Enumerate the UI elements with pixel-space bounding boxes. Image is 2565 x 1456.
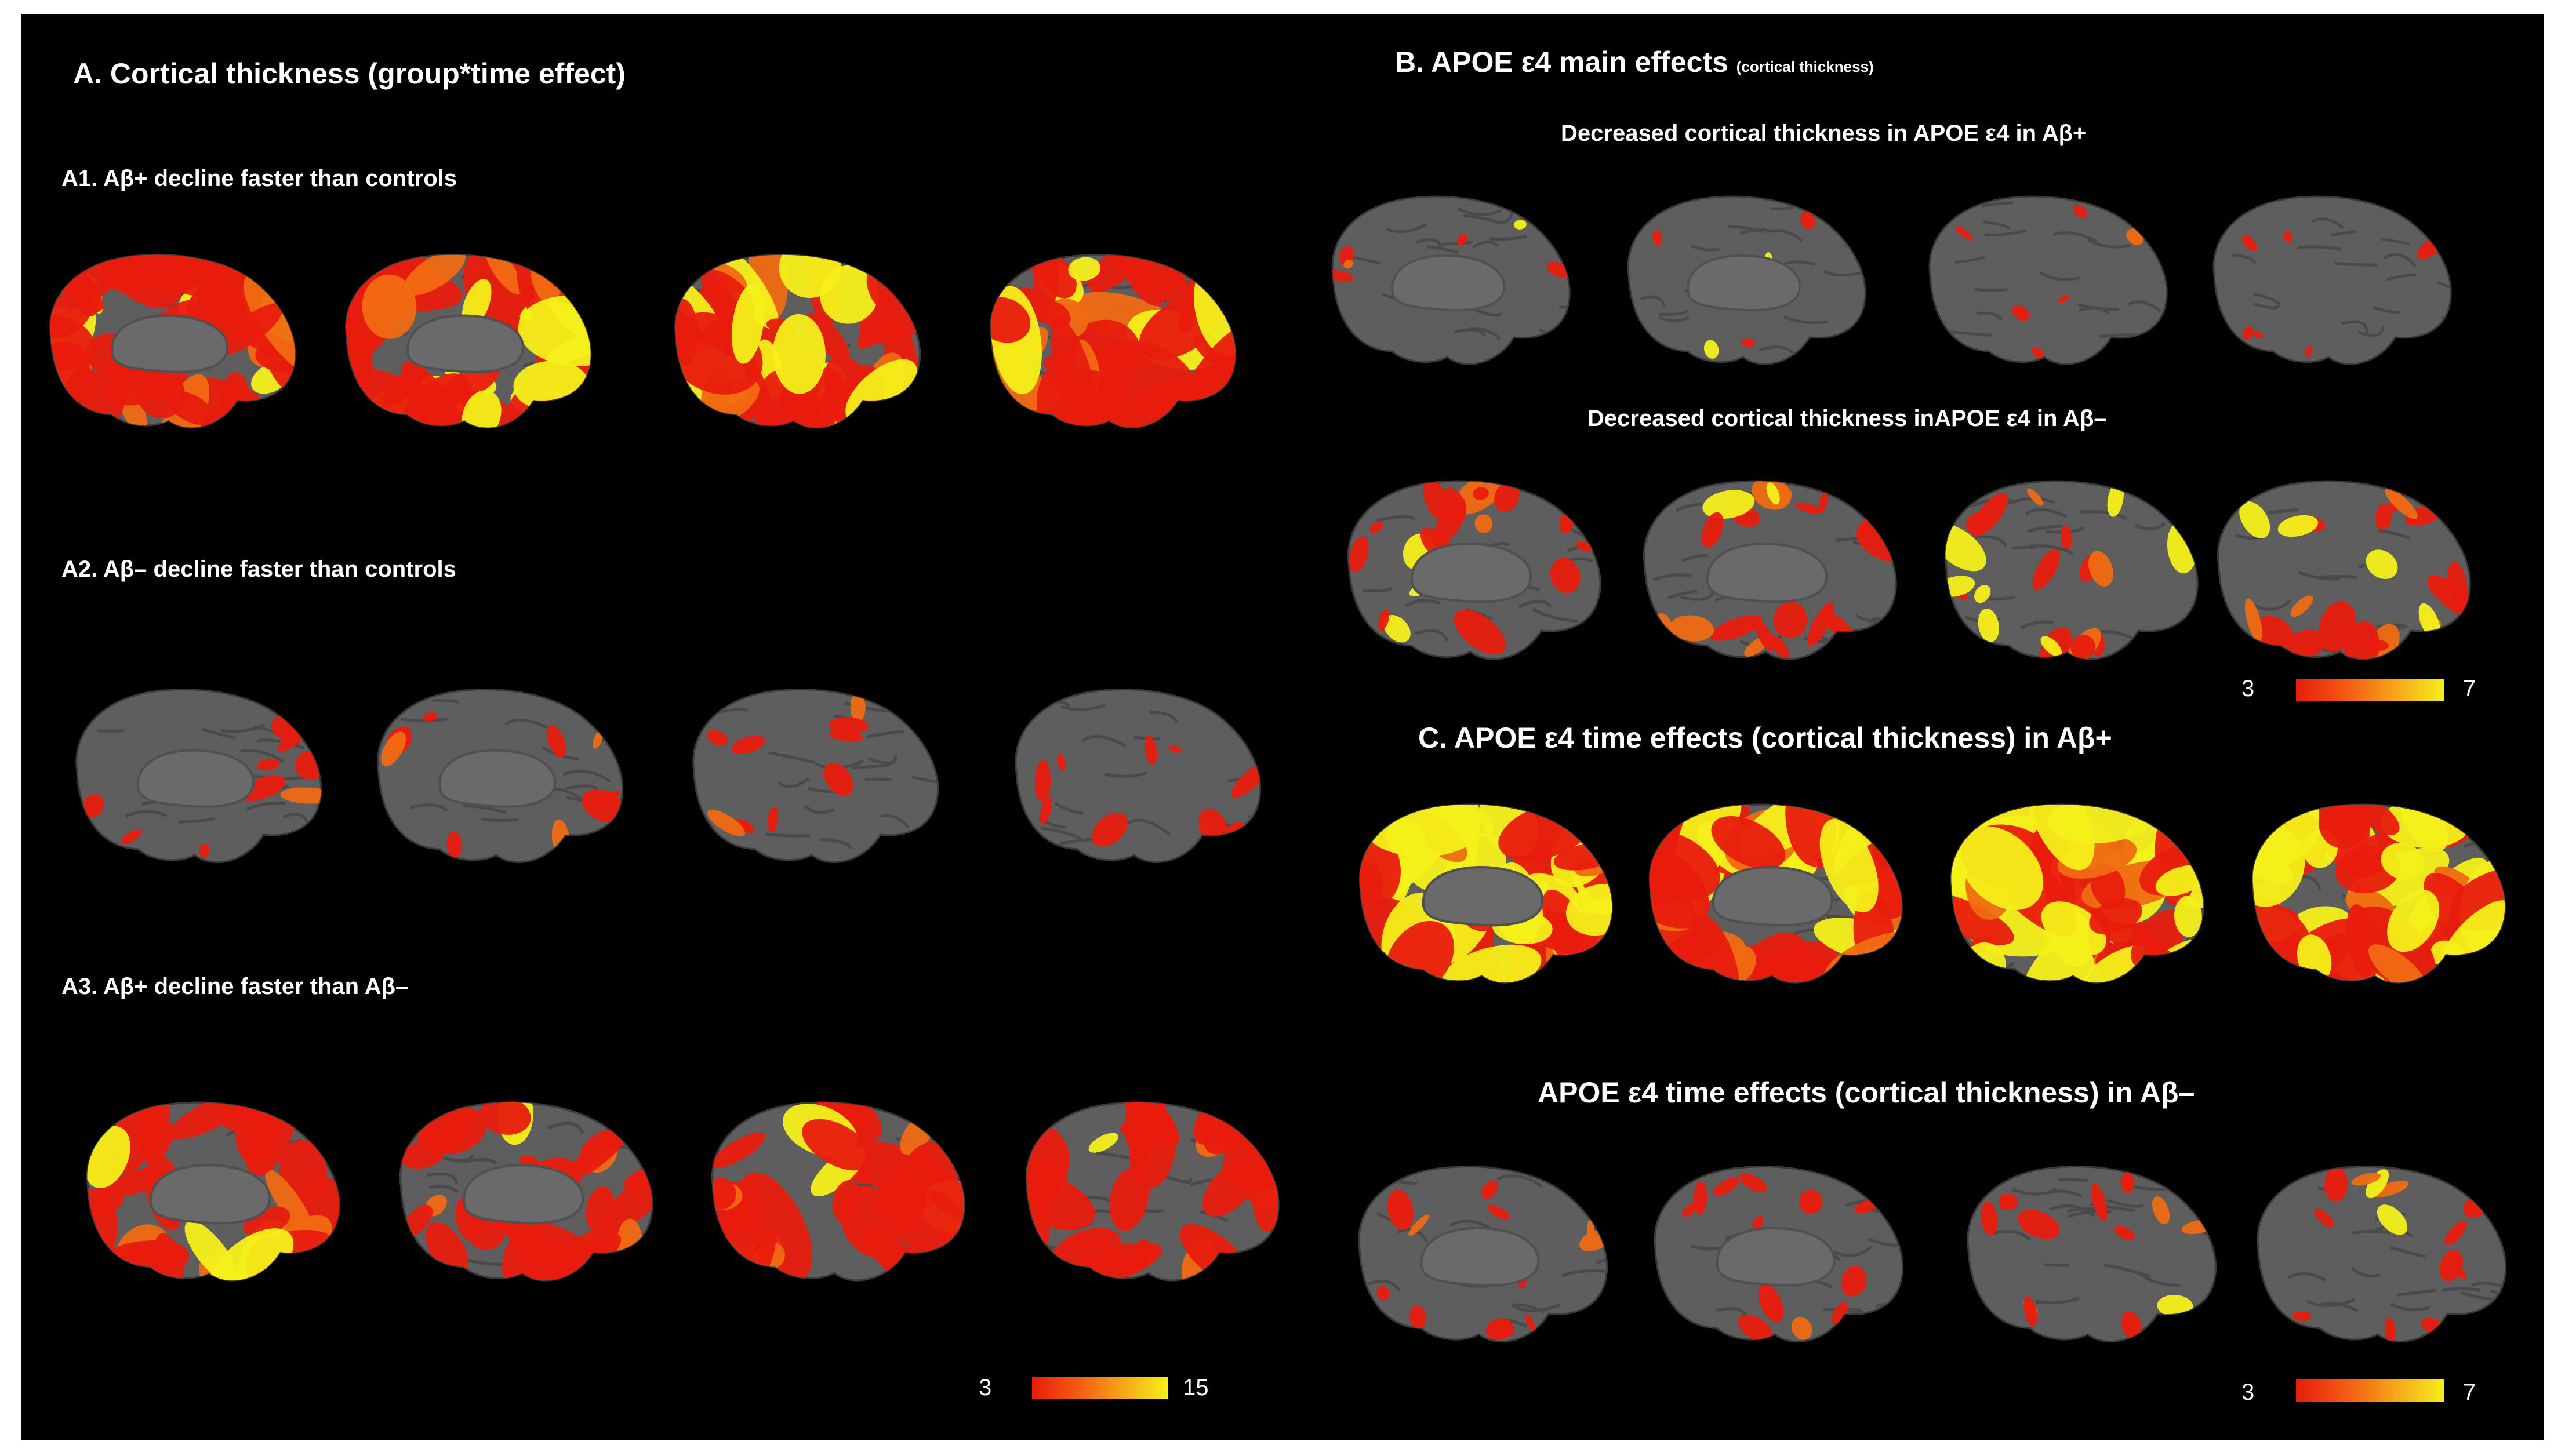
- colorbar-a-min: 3: [979, 1375, 992, 1400]
- colorbar-c-max: 7: [2463, 1379, 2476, 1405]
- colorbar-c-min: 3: [2241, 1379, 2255, 1405]
- brain-surface-lateral-view: [1944, 480, 2199, 660]
- brain-surface-medial-view: [49, 254, 296, 429]
- panel-b2-label: Decreased cortical thickness inAPOE ε4 i…: [1587, 406, 2107, 431]
- brain-surface-medial-view: [1643, 480, 1897, 660]
- brain-surface-lateral-view: [1025, 1101, 1280, 1282]
- panel-c2-title: APOE ε4 time effects (cortical thickness…: [1538, 1076, 2195, 1109]
- brain-surface-lateral-view: [2217, 480, 2471, 660]
- brain-surface-medial-view: [1654, 1166, 1904, 1343]
- panel-b-title-main: B. APOE ε4 main effects: [1395, 46, 1728, 78]
- brain-surface-lateral-view: [692, 689, 939, 864]
- colorbar-b-max: 7: [2463, 676, 2476, 701]
- brain-surface-lateral-view: [674, 254, 921, 429]
- brain-surface-medial-view: [1358, 803, 1613, 984]
- brain-surface-lateral-view: [711, 1101, 965, 1282]
- brain-surface-medial-view: [1331, 195, 1571, 365]
- brain-surface-lateral-view: [1928, 195, 2168, 365]
- brain-surface-lateral-view: [2257, 1166, 2507, 1343]
- brain-surface-medial-view: [377, 689, 624, 864]
- brain-surface-medial-view: [1627, 195, 1866, 365]
- panel-b-title: B. APOE ε4 main effects (cortical thickn…: [1395, 45, 1874, 79]
- brain-surface-lateral-view: [2212, 195, 2452, 365]
- colorbar-c: [2296, 1379, 2444, 1402]
- figure-background: A. Cortical thickness (group*time effect…: [21, 14, 2544, 1440]
- panel-a-title: A. Cortical thickness (group*time effect…: [73, 57, 626, 90]
- brain-surface-lateral-view: [1967, 1166, 2217, 1343]
- brain-surface-medial-view: [345, 254, 592, 429]
- brain-surface-medial-view: [399, 1101, 653, 1282]
- panel-c-title: C. APOE ε4 time effects (cortical thickn…: [1418, 722, 2112, 754]
- brain-surface-medial-view: [86, 1101, 340, 1282]
- panel-a2-label: A2. Aβ– decline faster than controls: [61, 556, 456, 582]
- panel-b1-label: Decreased cortical thickness in APOE ε4 …: [1561, 121, 2087, 146]
- brain-surface-lateral-view: [1950, 803, 2204, 984]
- brain-surface-lateral-view: [990, 254, 1237, 429]
- colorbar-b-min: 3: [2241, 676, 2255, 701]
- panel-a3-label: A3. Aβ+ decline faster than Aβ–: [61, 974, 409, 999]
- colorbar-a: [1032, 1377, 1168, 1399]
- brain-surface-medial-view: [75, 689, 322, 864]
- brain-surface-medial-view: [1648, 803, 1903, 984]
- brain-surface-medial-view: [1347, 480, 1601, 660]
- panel-a1-label: A1. Aβ+ decline faster than controls: [61, 166, 457, 191]
- brain-surface-lateral-view: [2251, 803, 2506, 984]
- colorbar-b: [2296, 679, 2444, 701]
- brain-surface-medial-view: [1358, 1166, 1608, 1343]
- panel-b-title-note: (cortical thickness): [1736, 58, 1874, 75]
- brain-surface-lateral-view: [1015, 689, 1262, 864]
- colorbar-a-max: 15: [1183, 1375, 1209, 1400]
